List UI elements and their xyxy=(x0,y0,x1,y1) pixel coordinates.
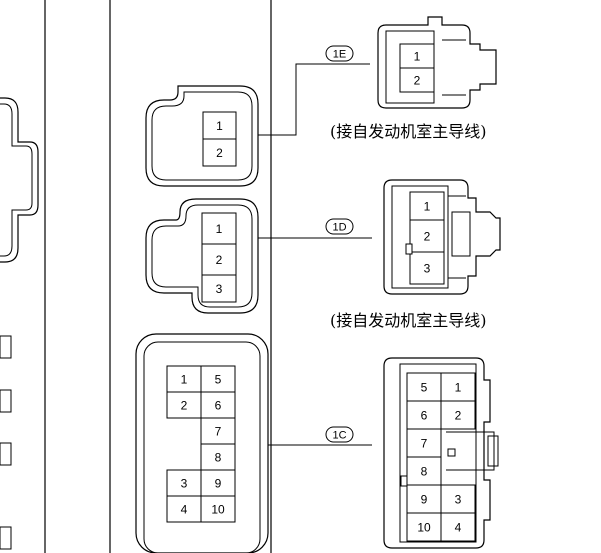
caption-1d: (接自发动机室主导线) xyxy=(330,311,487,330)
partial-terminal xyxy=(0,526,12,550)
terminal-label: 10 xyxy=(417,521,431,535)
terminal-block-1c-face: 1 5 2 6 7 8 3 9 4 10 xyxy=(166,365,236,523)
svg-text:1E: 1E xyxy=(333,49,346,61)
connector-1c-face: 1 5 2 6 7 8 3 9 4 10 xyxy=(135,333,269,553)
leader-line-1e xyxy=(258,63,370,136)
terminal-label: 2 xyxy=(424,230,431,244)
tag-1d: 1D xyxy=(325,218,354,235)
partial-connector-outline xyxy=(0,97,39,263)
terminal-label: 2 xyxy=(455,409,462,423)
terminal-cell xyxy=(166,391,202,419)
terminal-label: 6 xyxy=(215,399,222,413)
terminal-cell xyxy=(440,372,476,402)
terminal-label: 7 xyxy=(421,437,428,451)
terminal-cell xyxy=(406,372,442,402)
terminal-label: 1 xyxy=(455,381,462,395)
terminal-label: 7 xyxy=(215,425,222,439)
partial-connector-inner xyxy=(0,103,33,257)
terminal-label: 9 xyxy=(421,493,428,507)
terminal-label: 3 xyxy=(424,262,431,276)
terminal-cell xyxy=(399,43,435,69)
terminal-cell xyxy=(406,428,442,458)
terminal-label: 8 xyxy=(215,451,222,465)
terminal-cell xyxy=(409,191,445,221)
partial-terminal xyxy=(0,389,12,413)
terminal-cell xyxy=(200,495,236,523)
terminal-label: 5 xyxy=(215,373,222,387)
terminal-label: 1 xyxy=(424,200,431,214)
tag-1c: 1C xyxy=(325,426,354,443)
terminal-label: 2 xyxy=(216,146,223,160)
terminal-label: 1 xyxy=(216,222,223,236)
terminal-label: 2 xyxy=(216,253,223,267)
terminal-label: 1 xyxy=(216,119,223,133)
terminal-label: 3 xyxy=(216,282,223,296)
terminal-cell xyxy=(202,111,237,140)
terminal-label: 8 xyxy=(421,465,428,479)
terminal-cell xyxy=(200,391,236,419)
terminal-cell xyxy=(406,400,442,430)
partial-terminal xyxy=(0,335,12,359)
terminal-cell xyxy=(200,417,236,445)
terminal-cell xyxy=(200,443,236,471)
terminal-cell xyxy=(440,512,476,542)
connector-1e-side: 1 2 xyxy=(377,16,497,109)
terminal-cell xyxy=(406,512,442,542)
connector-1e-face: 1 2 xyxy=(145,85,259,187)
terminal-label: 1 xyxy=(414,50,421,64)
terminal-cell xyxy=(399,67,435,93)
terminal-label: 10 xyxy=(211,503,225,517)
connector-1d-side: 1 2 3 xyxy=(383,179,501,295)
terminal-label: 4 xyxy=(181,503,188,517)
terminal-label: 4 xyxy=(455,521,462,535)
terminal-cell xyxy=(440,400,476,430)
tag-1e: 1E xyxy=(325,45,354,62)
terminal-cell xyxy=(200,469,236,497)
terminal-label: 3 xyxy=(455,493,462,507)
terminal-cell xyxy=(201,212,237,245)
connector-1c-side: 5 1 6 2 7 8 9 3 10 4 xyxy=(383,357,499,549)
terminal-cell xyxy=(406,456,442,486)
terminal-label: 1 xyxy=(181,373,188,387)
terminal-cell xyxy=(409,219,445,253)
partial-terminal xyxy=(0,442,12,466)
terminal-cell xyxy=(201,274,237,303)
connector-1d-face: 1 2 3 xyxy=(145,198,259,314)
terminal-cell xyxy=(409,251,445,285)
terminal-label: 3 xyxy=(181,477,188,491)
terminal-cell xyxy=(166,495,202,523)
terminal-cell xyxy=(440,484,476,514)
terminal-cell xyxy=(202,138,237,167)
terminal-cell xyxy=(166,469,202,497)
terminal-label: 2 xyxy=(414,74,421,88)
terminal-cell xyxy=(200,365,236,393)
terminal-cell xyxy=(406,484,442,514)
terminal-block-1c-side: 5 1 6 2 7 8 9 3 10 4 xyxy=(406,372,476,542)
terminal-label: 5 xyxy=(421,381,428,395)
terminal-cell xyxy=(201,243,237,276)
svg-text:1C: 1C xyxy=(332,430,346,442)
terminal-label: 6 xyxy=(421,409,428,423)
terminal-label: 2 xyxy=(181,399,188,413)
terminal-label: 9 xyxy=(215,477,222,491)
svg-text:1D: 1D xyxy=(332,222,346,234)
caption-1e: (接自发动机室主导线) xyxy=(330,122,487,141)
